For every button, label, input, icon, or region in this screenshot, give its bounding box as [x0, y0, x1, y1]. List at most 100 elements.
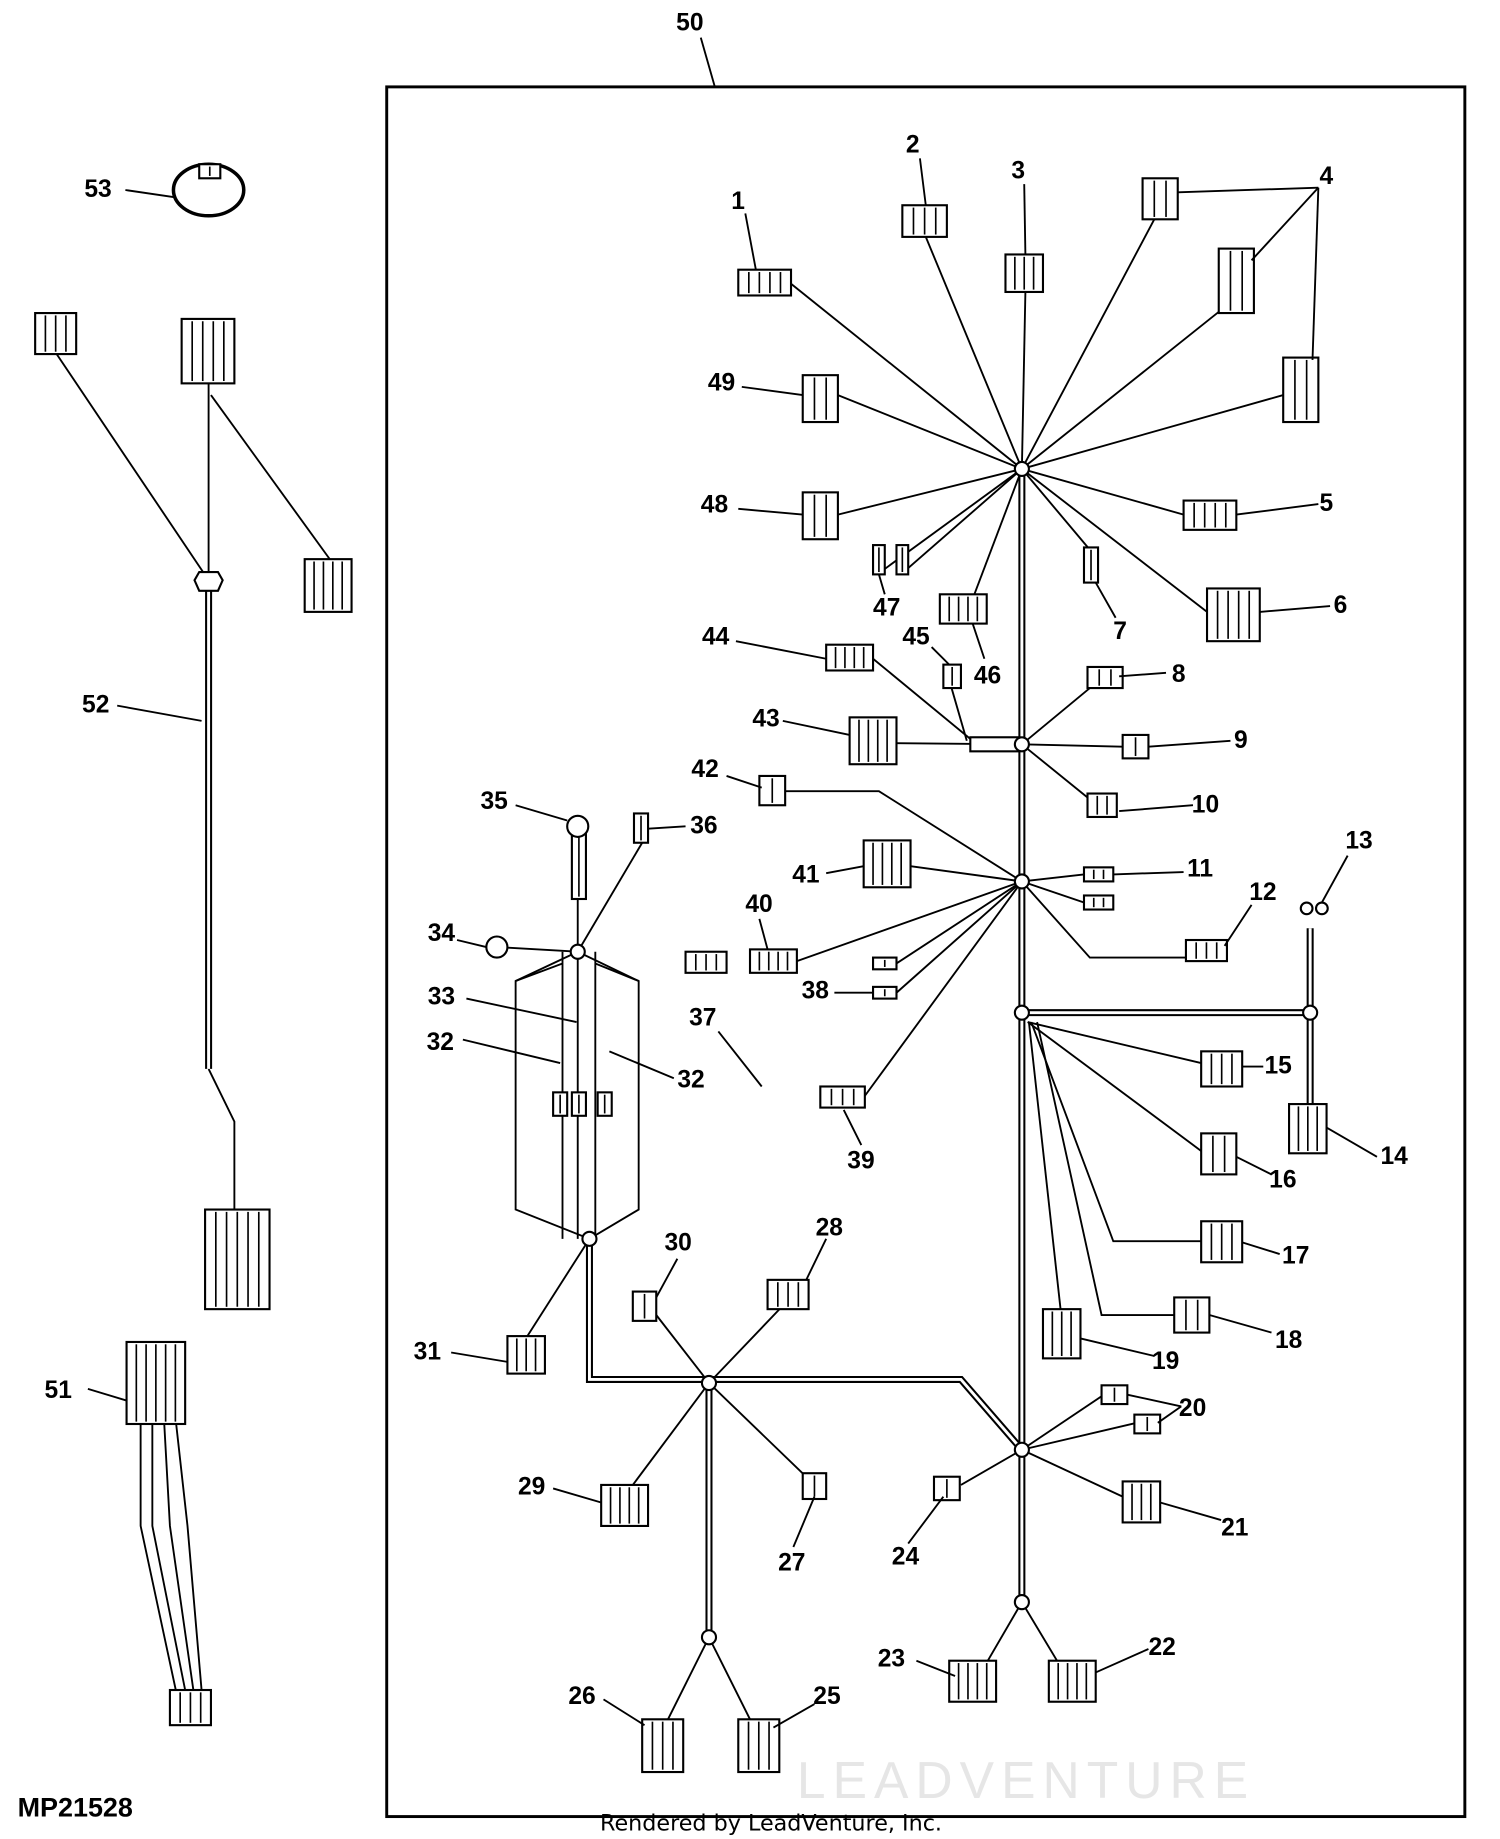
connector — [1141, 177, 1179, 221]
callout-31: 31 — [414, 1339, 441, 1366]
leader-50 — [699, 37, 716, 88]
wire — [1020, 291, 1027, 469]
leader-line-16 — [1235, 1155, 1272, 1176]
callout-1: 1 — [731, 188, 745, 215]
callout-16: 16 — [1269, 1166, 1296, 1193]
leader-line-42 — [726, 775, 763, 789]
wire — [901, 468, 1023, 574]
leader-line-18 — [1209, 1314, 1272, 1334]
ring-terminal — [485, 935, 509, 959]
callout-24: 24 — [892, 1544, 920, 1571]
wire — [785, 790, 1023, 883]
wire — [708, 1382, 810, 1480]
terminal — [1299, 901, 1314, 916]
wire — [576, 842, 643, 953]
wire — [51, 347, 210, 581]
connector — [1217, 247, 1255, 315]
leader-line-32 — [609, 1050, 675, 1080]
connector — [848, 716, 898, 766]
wire — [708, 1302, 786, 1384]
callout-41: 41 — [792, 862, 819, 889]
junction-node — [700, 1374, 718, 1392]
callout-44: 44 — [702, 624, 730, 651]
callout-42: 42 — [691, 756, 718, 783]
leader-line-11 — [1113, 871, 1184, 876]
branch-right-core — [1021, 928, 1312, 1015]
junction-node — [1013, 1441, 1030, 1458]
wire — [139, 1420, 177, 1691]
wire — [1021, 1393, 1105, 1451]
callout-5: 5 — [1320, 490, 1334, 517]
connector — [303, 558, 353, 613]
watermark: LEADVENTURE — [797, 1751, 1255, 1809]
leader-line-23 — [916, 1659, 956, 1677]
leader-line-43 — [782, 719, 850, 736]
wire — [1021, 1421, 1137, 1451]
callout-28: 28 — [816, 1214, 843, 1241]
junction-node — [1013, 1004, 1030, 1021]
leader-line-49 — [741, 385, 803, 397]
callout-26: 26 — [568, 1683, 595, 1710]
leader-line-47 — [878, 574, 886, 595]
connector — [180, 317, 236, 385]
callout-45: 45 — [902, 624, 929, 651]
wire — [1021, 1448, 1124, 1498]
leader-line-33 — [466, 997, 577, 1023]
leader-line-10 — [1119, 804, 1194, 813]
callout-18: 18 — [1275, 1327, 1302, 1354]
wire — [1021, 880, 1186, 959]
connector — [1173, 1296, 1211, 1334]
leader-line-3 — [1023, 184, 1027, 255]
connector — [1282, 356, 1320, 424]
leader-line-32 — [462, 1038, 561, 1064]
callout-14: 14 — [1380, 1143, 1408, 1170]
leader-line — [1157, 1405, 1182, 1424]
connector — [1082, 894, 1115, 911]
leader-line-45 — [930, 646, 950, 666]
callout-36: 36 — [690, 812, 717, 839]
wire — [1027, 1021, 1202, 1152]
wire — [207, 1068, 236, 1210]
splice-sleeve — [969, 736, 1021, 753]
connector — [1086, 792, 1118, 819]
connector — [801, 491, 839, 541]
connector — [1182, 499, 1238, 531]
leader-line-9 — [1148, 739, 1231, 748]
wire — [837, 394, 1023, 470]
harness-frame — [385, 85, 1467, 1819]
junction-node — [1013, 460, 1030, 477]
callout-40: 40 — [745, 891, 772, 918]
leader-line-48 — [738, 507, 803, 516]
connector — [938, 593, 988, 625]
leader-line-46 — [971, 623, 986, 660]
leader-line-19 — [1080, 1337, 1155, 1357]
callout-3: 3 — [1011, 157, 1025, 184]
callout-43: 43 — [752, 706, 779, 733]
callout-47: 47 — [873, 594, 900, 621]
leader-line-52 — [117, 704, 202, 722]
wire — [1021, 743, 1123, 748]
callout-22: 22 — [1148, 1634, 1175, 1661]
branch-lower-left — [585, 1238, 1025, 1453]
callout-38: 38 — [802, 978, 829, 1005]
sub-harness-wire — [594, 962, 640, 982]
terminal — [1314, 901, 1329, 916]
figure-code: MP21528 — [18, 1793, 133, 1823]
trunks — [205, 468, 1314, 1638]
wire — [960, 1448, 1023, 1486]
leader-line-37 — [717, 1030, 763, 1088]
junction-node — [581, 1230, 598, 1247]
leader-line — [1250, 187, 1320, 261]
callout-37: 37 — [689, 1005, 716, 1032]
callout-19: 19 — [1152, 1348, 1179, 1375]
leader-line-39 — [842, 1109, 863, 1146]
sub-harness-wire — [515, 962, 563, 982]
wire — [708, 1636, 751, 1720]
callout-33: 33 — [428, 983, 455, 1010]
callout-10: 10 — [1192, 791, 1219, 818]
wire — [1027, 1021, 1202, 1064]
wire — [895, 880, 1023, 994]
leader-line — [1311, 187, 1320, 360]
wire — [1021, 218, 1156, 470]
